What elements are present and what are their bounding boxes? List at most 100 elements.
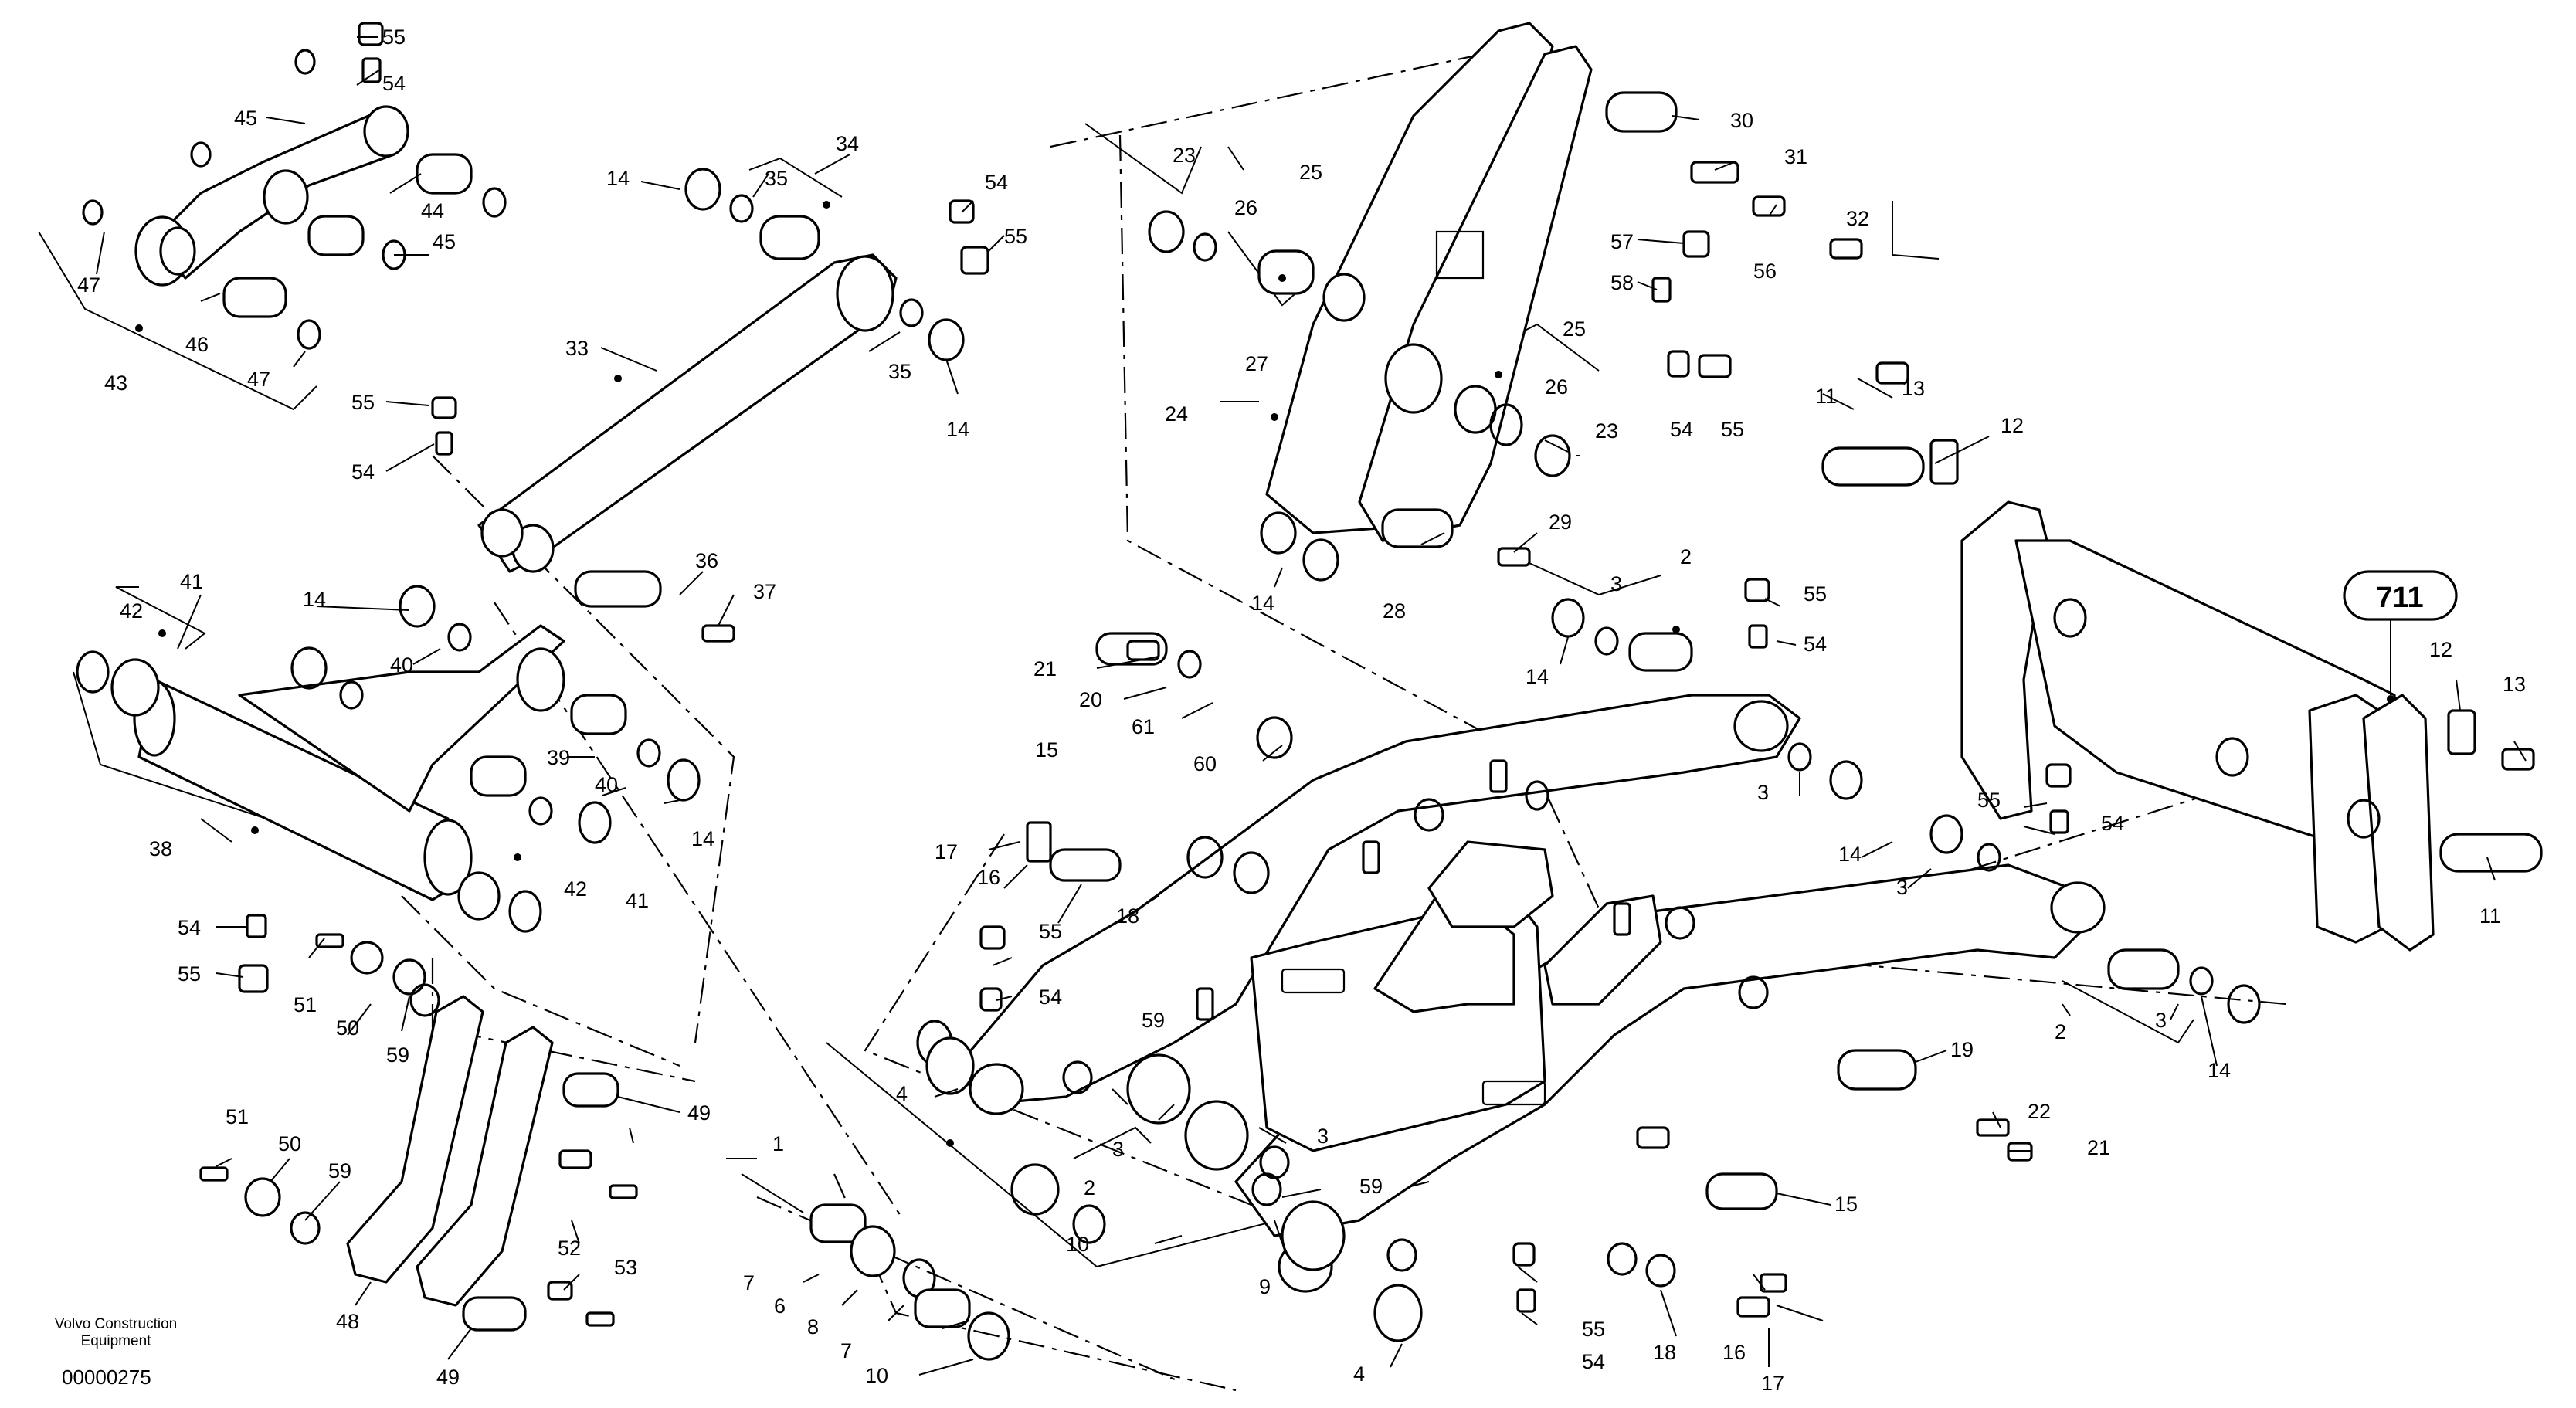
- brand-line-2: Equipment: [81, 1333, 152, 1349]
- callout-8: 8: [807, 1315, 819, 1338]
- callout-3: 3: [2155, 1009, 2167, 1032]
- callout-28: 28: [1383, 599, 1406, 623]
- callout-55: 55: [1977, 789, 2001, 812]
- callout-45: 45: [433, 230, 456, 253]
- callout-30: 30: [1730, 109, 1753, 132]
- part-33-link-arm: [477, 168, 965, 643]
- callout-23: 23: [1595, 419, 1618, 443]
- callout-59: 59: [1142, 1009, 1165, 1032]
- callout-15: 15: [1834, 1193, 1858, 1216]
- callout-61: 61: [1132, 715, 1155, 738]
- callout-23: 23: [1173, 144, 1196, 167]
- callout-37: 37: [753, 580, 776, 603]
- callout-54: 54: [1582, 1350, 1605, 1373]
- callout-35: 35: [765, 167, 788, 190]
- callout-3: 3: [1610, 572, 1622, 595]
- callout-40: 40: [595, 773, 618, 796]
- document-number: 00000275: [62, 1366, 151, 1389]
- callout-55: 55: [178, 962, 201, 986]
- callout-48: 48: [336, 1310, 359, 1333]
- callout-55: 55: [382, 25, 406, 49]
- callout-18: 18: [1116, 904, 1139, 928]
- callout-36: 36: [695, 549, 718, 572]
- callout-16: 16: [977, 866, 1000, 889]
- callout-38: 38: [149, 837, 172, 860]
- callout-7: 7: [840, 1339, 852, 1362]
- callout-34: 34: [836, 132, 859, 155]
- callout-55: 55: [1582, 1318, 1605, 1341]
- callout-20: 20: [1079, 688, 1102, 711]
- callout-39: 39: [547, 746, 570, 769]
- part-43-link-assembly: [82, 22, 507, 350]
- callout-59: 59: [328, 1159, 351, 1182]
- callout-57: 57: [1610, 230, 1634, 253]
- callout-54: 54: [2101, 812, 2124, 835]
- callout-21: 21: [1033, 657, 1057, 680]
- callout-14: 14: [606, 167, 630, 190]
- callout-2: 2: [1084, 1176, 1095, 1199]
- callout-55: 55: [351, 391, 375, 414]
- callout-31: 31: [1784, 145, 1807, 168]
- callout-12: 12: [2001, 414, 2024, 437]
- part-24-upper-arm: [949, 22, 1863, 582]
- callout-3: 3: [1317, 1125, 1329, 1148]
- callout-3: 3: [1757, 781, 1769, 804]
- part-48-lower-link: [199, 396, 638, 1332]
- callout-14: 14: [691, 827, 714, 850]
- part-711-attachment-bracket: [1551, 361, 2543, 1024]
- callout-12: 12: [2429, 638, 2452, 661]
- callout-4: 4: [1353, 1362, 1365, 1386]
- callout-54: 54: [178, 916, 201, 939]
- callout-60: 60: [1193, 752, 1217, 775]
- callout-19: 19: [1950, 1038, 1974, 1061]
- callout-42: 42: [120, 599, 143, 623]
- callout-35: 35: [888, 360, 911, 383]
- callout-53: 53: [614, 1256, 637, 1279]
- callout-17: 17: [1761, 1372, 1784, 1395]
- callout-3: 3: [1896, 876, 1908, 899]
- callout-59: 59: [386, 1043, 409, 1067]
- callout-22: 22: [2028, 1100, 2051, 1123]
- callout-1: 1: [772, 1132, 784, 1155]
- callout-47: 47: [247, 368, 270, 391]
- callout-10: 10: [865, 1364, 888, 1387]
- callout-11: 11: [2479, 904, 2501, 928]
- callout-7: 7: [743, 1271, 755, 1294]
- callout-numbers: 55 54 45 44 45 47 46 47 43 14 35 34 54 5…: [77, 25, 2526, 1395]
- callout-41: 41: [626, 889, 649, 912]
- callout-14: 14: [1838, 843, 1862, 866]
- callout-10: 10: [1066, 1233, 1089, 1256]
- callout-59: 59: [1359, 1175, 1383, 1198]
- callout-47: 47: [77, 273, 100, 297]
- callout-50: 50: [336, 1016, 359, 1040]
- callout-17: 17: [935, 840, 958, 863]
- callout-46: 46: [185, 333, 209, 356]
- brand-line-1: Volvo Construction: [55, 1316, 177, 1332]
- callout-54: 54: [985, 171, 1008, 194]
- callout-54: 54: [351, 460, 375, 483]
- callout-51: 51: [226, 1105, 249, 1128]
- callout-45: 45: [234, 107, 257, 130]
- callout-16: 16: [1722, 1341, 1746, 1364]
- callout-55: 55: [1004, 225, 1027, 248]
- callout-13: 13: [1902, 377, 1925, 400]
- callout-14: 14: [2208, 1059, 2231, 1082]
- callout-25: 25: [1299, 161, 1322, 184]
- callout-56: 56: [1753, 260, 1777, 283]
- part-1-main-frame: [809, 626, 2128, 1361]
- callout-33: 33: [565, 337, 589, 360]
- callout-42: 42: [564, 877, 587, 901]
- group-711-badge: 711: [2343, 570, 2458, 695]
- callout-55: 55: [1721, 418, 1744, 441]
- callout-26: 26: [1545, 375, 1568, 399]
- footer-branding: Volvo Construction Equipment 00000275: [55, 1316, 177, 1389]
- callout-32: 32: [1846, 207, 1869, 230]
- callout-14: 14: [303, 588, 326, 611]
- callout-54: 54: [1670, 418, 1693, 441]
- callout-49: 49: [436, 1366, 460, 1389]
- callout-11: 11: [1815, 385, 1837, 408]
- callout-49: 49: [687, 1101, 711, 1125]
- part-38-cross-tube: [76, 585, 701, 933]
- callout-29: 29: [1549, 511, 1572, 534]
